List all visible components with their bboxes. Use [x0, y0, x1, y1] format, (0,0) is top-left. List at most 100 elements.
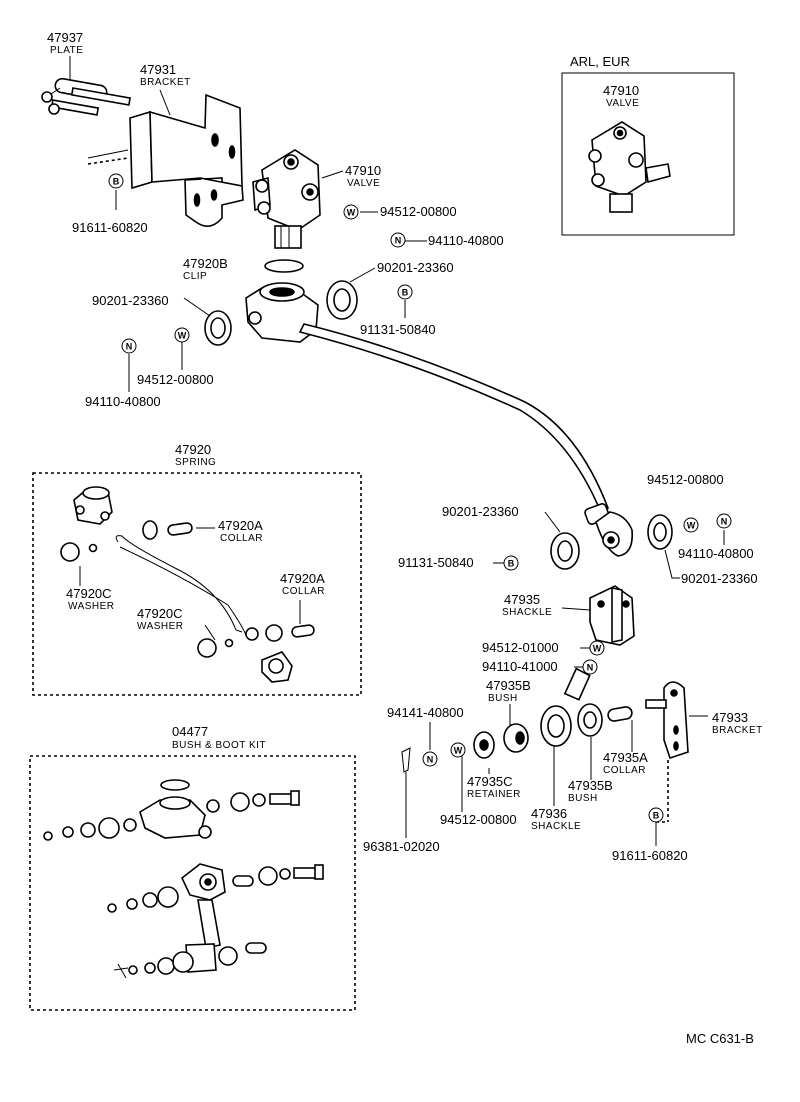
svg-text:BUSH & BOOT KIT: BUSH & BOOT KIT — [172, 740, 266, 751]
label-pin-96381: 96381-02020 — [363, 839, 440, 854]
svg-text:94110-40800: 94110-40800 — [428, 233, 504, 248]
label-region-box: ARL, EUR — [570, 54, 630, 69]
valve-47910-drawing — [252, 149, 321, 249]
svg-text:VALVE: VALVE — [347, 178, 380, 189]
kit-box-parts-drawing — [43, 779, 324, 979]
svg-text:COLLAR: COLLAR — [603, 765, 646, 776]
svg-text:SHACKLE: SHACKLE — [502, 607, 552, 618]
clip-drawing — [264, 259, 304, 273]
svg-text:B: B — [113, 177, 120, 187]
svg-text:BUSH: BUSH — [488, 693, 518, 704]
badge-n-icon: N — [422, 751, 438, 767]
valve-lower-body-drawing — [245, 282, 610, 511]
svg-text:WASHER: WASHER — [137, 621, 184, 632]
label-collar-47935A: 47935A COLLAR — [603, 750, 648, 776]
label-washer-94512-01000: 94512-01000 — [482, 640, 559, 655]
label-nut-94110-left: 94110-40800 — [85, 394, 161, 409]
svg-text:47933: 47933 — [712, 710, 748, 725]
svg-text:VALVE: VALVE — [606, 98, 639, 109]
label-nut-94110-top: 94110-40800 — [428, 233, 504, 248]
label-bracket-47931: 47931 BRACKET — [140, 62, 190, 88]
badge-w-icon: W — [343, 204, 359, 220]
svg-text:PLATE: PLATE — [50, 45, 83, 56]
rod-end-drawing — [584, 503, 634, 557]
svg-text:47935C: 47935C — [467, 774, 513, 789]
svg-text:90201-23360: 90201-23360 — [681, 571, 758, 586]
svg-text:47935A: 47935A — [603, 750, 648, 765]
valve-47910-eur-drawing — [588, 121, 671, 213]
svg-text:91611-60820: 91611-60820 — [612, 848, 688, 863]
badge-b-icon: B — [108, 173, 124, 189]
svg-text:47936: 47936 — [531, 806, 567, 821]
spring-box — [32, 472, 362, 696]
svg-text:47920A: 47920A — [218, 518, 263, 533]
svg-text:N: N — [721, 517, 728, 527]
badge-w-icon: W — [589, 640, 605, 656]
label-valve-47910-eur: 47910 VALVE — [603, 83, 639, 109]
svg-text:47920A: 47920A — [280, 571, 325, 586]
label-seal-90201-b: 90201-23360 — [92, 293, 169, 308]
badge-b-icon: B — [397, 284, 413, 300]
svg-text:94110-40800: 94110-40800 — [678, 546, 754, 561]
svg-text:94512-00800: 94512-00800 — [380, 204, 457, 219]
svg-text:90201-23360: 90201-23360 — [92, 293, 169, 308]
svg-text:47935B: 47935B — [486, 678, 531, 693]
svg-text:W: W — [687, 521, 696, 531]
label-washer-47920C-1: 47920C WASHER — [66, 586, 115, 612]
svg-text:WASHER: WASHER — [68, 601, 115, 612]
svg-text:ARL, EUR: ARL, EUR — [570, 54, 630, 69]
label-shackle-47935: 47935 SHACKLE — [502, 592, 552, 618]
svg-text:94512-01000: 94512-01000 — [482, 640, 559, 655]
plate-47937-drawing — [41, 77, 132, 116]
badge-n-icon: N — [390, 232, 406, 248]
label-bolt-91611-top: 91611-60820 — [72, 220, 148, 235]
label-collar-47920A-1: 47920A COLLAR — [218, 518, 263, 544]
badge-b-icon: B — [648, 807, 664, 823]
svg-text:90201-23360: 90201-23360 — [377, 260, 454, 275]
svg-text:BUSH: BUSH — [568, 793, 598, 804]
svg-text:B: B — [402, 288, 409, 298]
label-valve-47910: 47910 VALVE — [345, 163, 381, 189]
badge-n-icon: N — [121, 338, 137, 354]
svg-text:N: N — [587, 663, 594, 673]
svg-text:94110-40800: 94110-40800 — [85, 394, 161, 409]
label-washer-47920C-2: 47920C WASHER — [137, 606, 184, 632]
label-shackle-47936: 47936 SHACKLE — [531, 806, 581, 832]
badge-n-icon: N — [716, 513, 732, 529]
label-washer-94512-bottom: 94512-00800 — [440, 812, 517, 827]
svg-text:N: N — [395, 236, 402, 246]
label-nut-94141: 94141-40800 — [387, 705, 464, 720]
kit-box — [29, 755, 356, 1011]
svg-text:B: B — [508, 559, 515, 569]
badge-w-icon: W — [683, 517, 699, 533]
lower-shackle-group-drawing — [401, 667, 633, 773]
svg-text:W: W — [593, 644, 602, 654]
svg-text:COLLAR: COLLAR — [220, 533, 263, 544]
svg-text:N: N — [126, 342, 133, 352]
svg-text:47910: 47910 — [345, 163, 381, 178]
badge-w-icon: W — [174, 327, 190, 343]
svg-text:BRACKET: BRACKET — [712, 725, 763, 736]
label-washer-94512-right: 94512-00800 — [647, 472, 724, 487]
label-washer-94512-left: 94512-00800 — [137, 372, 214, 387]
svg-text:W: W — [347, 208, 356, 218]
svg-text:COLLAR: COLLAR — [282, 586, 325, 597]
seal-drawings — [204, 280, 673, 570]
svg-text:47935: 47935 — [504, 592, 540, 607]
svg-text:N: N — [427, 755, 434, 765]
svg-text:96381-02020: 96381-02020 — [363, 839, 440, 854]
badge-b-icon: B — [503, 555, 519, 571]
svg-text:47920C: 47920C — [137, 606, 183, 621]
label-bolt-91611-bottom: 91611-60820 — [612, 848, 688, 863]
svg-text:47920: 47920 — [175, 442, 211, 457]
label-seal-90201-d: 90201-23360 — [681, 571, 758, 586]
spring-box-parts-drawing — [60, 486, 315, 683]
label-washer-94512-top: 94512-00800 — [380, 204, 457, 219]
svg-text:90201-23360: 90201-23360 — [442, 504, 519, 519]
svg-text:SPRING: SPRING — [175, 457, 216, 468]
label-nut-94110-right: 94110-40800 — [678, 546, 754, 561]
svg-text:91131-50840: 91131-50840 — [398, 555, 474, 570]
svg-text:47935B: 47935B — [568, 778, 613, 793]
label-seal-90201-c: 90201-23360 — [442, 504, 519, 519]
label-retainer-47935C: 47935C RETAINER — [467, 774, 520, 800]
